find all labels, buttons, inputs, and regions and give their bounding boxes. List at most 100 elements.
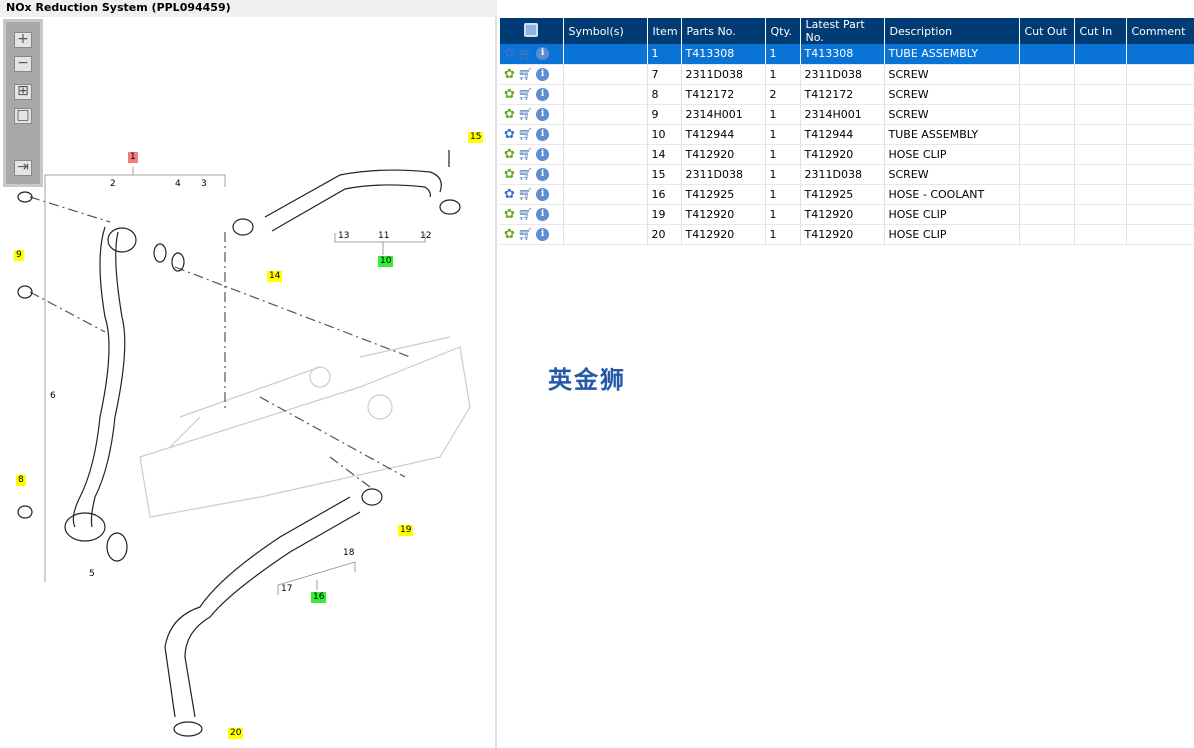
cut-in-cell: [1074, 44, 1127, 65]
column-header-description[interactable]: Description: [884, 18, 1020, 44]
info-icon[interactable]: i: [536, 147, 550, 161]
callout-1[interactable]: 1: [128, 152, 138, 163]
comment-cell: [1126, 204, 1194, 225]
latest-part-no-cell: T412920: [800, 204, 885, 225]
symbols-cell: [563, 64, 648, 85]
parts-table: Symbol(s) Item Parts No. Qty. Latest Par…: [500, 18, 1194, 245]
cart-icon[interactable]: 🛒︎: [517, 107, 534, 121]
item-cell: 1: [647, 44, 682, 65]
cut-in-cell: [1074, 184, 1127, 205]
item-cell: 10: [647, 124, 682, 145]
callout-14[interactable]: 14: [267, 271, 283, 282]
description-cell: HOSE CLIP: [884, 204, 1020, 225]
symbols-cell: [563, 144, 648, 165]
parts-diagram[interactable]: + − ⊞ □ ⇥ 1 9 8 15 10 14 19 16 20 2 4 3 …: [0, 17, 497, 748]
callout-8[interactable]: 8: [16, 475, 26, 486]
info-icon[interactable]: i: [536, 187, 550, 201]
table-header: Symbol(s) Item Parts No. Qty. Latest Par…: [500, 18, 1194, 44]
callout-20[interactable]: 20: [228, 728, 244, 739]
latest-part-no-cell: T413308: [800, 44, 885, 65]
callout-15[interactable]: 15: [468, 132, 484, 143]
table-row[interactable]: ✿🛒︎i 9 2314H001 1 2314H001 SCREW: [500, 104, 1194, 125]
part-gear-icon[interactable]: ✿: [504, 206, 515, 222]
table-row[interactable]: ✿🛒︎i 14 T412920 1 T412920 HOSE CLIP: [500, 144, 1194, 165]
cart-icon[interactable]: 🛒︎: [517, 87, 534, 101]
cart-icon[interactable]: 🛒︎: [517, 187, 534, 201]
part-gear-icon[interactable]: ✿: [504, 226, 515, 242]
column-header-symbols[interactable]: Symbol(s): [563, 18, 648, 44]
info-icon[interactable]: i: [536, 207, 550, 221]
info-icon[interactable]: i: [536, 67, 550, 81]
cart-icon[interactable]: 🛒︎: [517, 147, 534, 161]
info-icon[interactable]: i: [536, 227, 550, 241]
actual-size-button[interactable]: □: [14, 108, 32, 124]
fit-view-button[interactable]: ⊞: [14, 84, 32, 100]
cut-out-cell: [1019, 224, 1075, 245]
cart-icon[interactable]: 🛒︎: [517, 167, 534, 181]
column-header-search[interactable]: [500, 18, 564, 44]
column-header-comment[interactable]: Comment: [1126, 18, 1194, 44]
column-header-latest-part-no[interactable]: Latest Part No.: [800, 18, 885, 44]
zoom-out-button[interactable]: −: [14, 56, 32, 72]
cut-in-cell: [1074, 124, 1127, 145]
part-gear-icon[interactable]: ✿: [504, 66, 515, 82]
toggle-panel-button[interactable]: ⇥: [14, 160, 32, 176]
item-cell: 19: [647, 204, 682, 225]
number-6: 6: [50, 391, 56, 401]
callout-19[interactable]: 19: [398, 525, 414, 536]
table-row[interactable]: ✿🛒︎i 1 T413308 1 T413308 TUBE ASSEMBLY: [500, 44, 1194, 65]
assembly-gears-icon[interactable]: ✿: [504, 46, 515, 62]
cart-icon[interactable]: 🛒︎: [517, 67, 534, 81]
item-cell: 16: [647, 184, 682, 205]
table-row[interactable]: ✿🛒︎i 8 T412172 2 T412172 SCREW: [500, 84, 1194, 105]
zoom-in-button[interactable]: +: [14, 32, 32, 48]
column-header-item[interactable]: Item: [647, 18, 682, 44]
callout-16[interactable]: 16: [311, 592, 327, 603]
cut-out-cell: [1019, 144, 1075, 165]
assembly-gears-icon[interactable]: ✿: [504, 186, 515, 202]
comment-cell: [1126, 184, 1194, 205]
description-cell: SCREW: [884, 164, 1020, 185]
column-header-cut-in[interactable]: Cut In: [1074, 18, 1127, 44]
assembly-gears-icon[interactable]: ✿: [504, 126, 515, 142]
number-3: 3: [201, 179, 207, 189]
info-icon[interactable]: i: [536, 107, 550, 121]
item-cell: 9: [647, 104, 682, 125]
cut-out-cell: [1019, 204, 1075, 225]
column-header-qty[interactable]: Qty.: [765, 18, 801, 44]
part-gear-icon[interactable]: ✿: [504, 86, 515, 102]
table-row[interactable]: ✿🛒︎i 10 T412944 1 T412944 TUBE ASSEMBLY: [500, 124, 1194, 145]
part-gear-icon[interactable]: ✿: [504, 106, 515, 122]
latest-part-no-cell: T412944: [800, 124, 885, 145]
qty-cell: 1: [765, 44, 801, 65]
cart-icon[interactable]: 🛒︎: [517, 46, 534, 61]
info-icon[interactable]: i: [536, 47, 550, 61]
info-icon[interactable]: i: [536, 127, 550, 141]
qty-cell: 1: [765, 204, 801, 225]
qty-cell: 1: [765, 164, 801, 185]
table-row[interactable]: ✿🛒︎i 20 T412920 1 T412920 HOSE CLIP: [500, 224, 1194, 245]
cart-icon[interactable]: 🛒︎: [517, 227, 534, 241]
row-actions: ✿🛒︎i: [500, 204, 564, 225]
table-row[interactable]: ✿🛒︎i 16 T412925 1 T412925 HOSE - COOLANT: [500, 184, 1194, 205]
column-header-parts-no[interactable]: Parts No.: [681, 18, 766, 44]
info-icon[interactable]: i: [536, 87, 550, 101]
comment-cell: [1126, 124, 1194, 145]
cart-icon[interactable]: 🛒︎: [517, 207, 534, 221]
cut-out-cell: [1019, 124, 1075, 145]
description-cell: SCREW: [884, 84, 1020, 105]
cart-icon[interactable]: 🛒︎: [517, 127, 534, 141]
table-row[interactable]: ✿🛒︎i 7 2311D038 1 2311D038 SCREW: [500, 64, 1194, 85]
latest-part-no-cell: 2311D038: [800, 64, 885, 85]
callout-10[interactable]: 10: [378, 256, 394, 267]
column-header-cut-out[interactable]: Cut Out: [1019, 18, 1075, 44]
table-row[interactable]: ✿🛒︎i 15 2311D038 1 2311D038 SCREW: [500, 164, 1194, 185]
description-cell: SCREW: [884, 64, 1020, 85]
callout-9[interactable]: 9: [14, 250, 24, 261]
part-gear-icon[interactable]: ✿: [504, 166, 515, 182]
part-no-cell: T412920: [681, 224, 766, 245]
part-gear-icon[interactable]: ✿: [504, 146, 515, 162]
comment-cell: [1126, 164, 1194, 185]
table-row[interactable]: ✿🛒︎i 19 T412920 1 T412920 HOSE CLIP: [500, 204, 1194, 225]
info-icon[interactable]: i: [536, 167, 550, 181]
